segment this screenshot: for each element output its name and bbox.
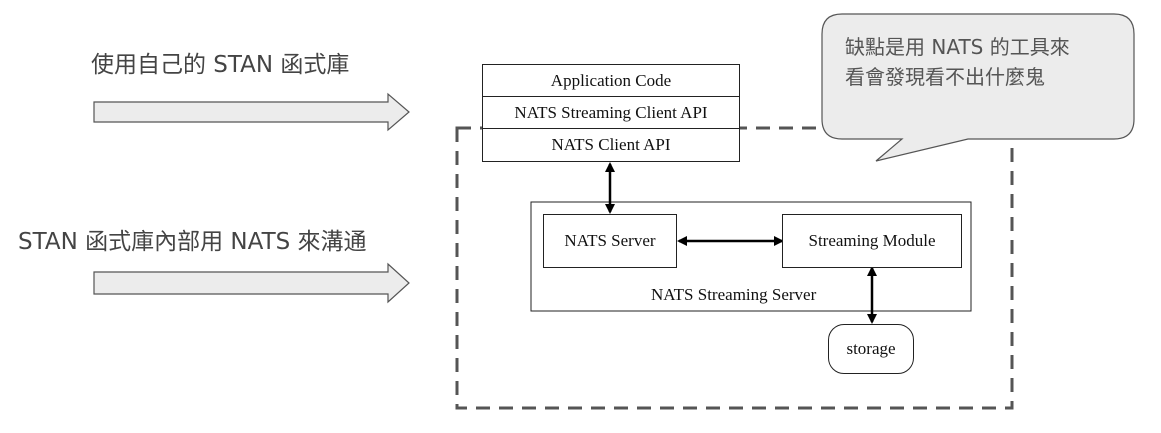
box-streaming-module: Streaming Module	[782, 214, 962, 268]
box-streaming-client-api: NATS Streaming Client API	[482, 96, 740, 129]
label-use-own-stan-library: 使用自己的 STAN 函式庫	[91, 52, 350, 78]
box-storage: storage	[828, 324, 914, 374]
block-arrow-bottom	[93, 262, 410, 304]
label-stan-uses-nats-internally: STAN 函式庫內部用 NATS 來溝通	[18, 229, 367, 255]
block-arrow-top	[93, 92, 410, 132]
callout-line-1: 缺點是用 NATS 的工具來	[845, 35, 1070, 59]
box-nats-client-api: NATS Client API	[482, 128, 740, 162]
label-nats-streaming-server: NATS Streaming Server	[651, 285, 817, 304]
callout-bubble	[821, 13, 1135, 162]
callout-line-2: 看會發現看不出什麼鬼	[845, 65, 1045, 89]
box-nats-server: NATS Server	[543, 214, 677, 268]
box-application-code: Application Code	[482, 64, 740, 97]
